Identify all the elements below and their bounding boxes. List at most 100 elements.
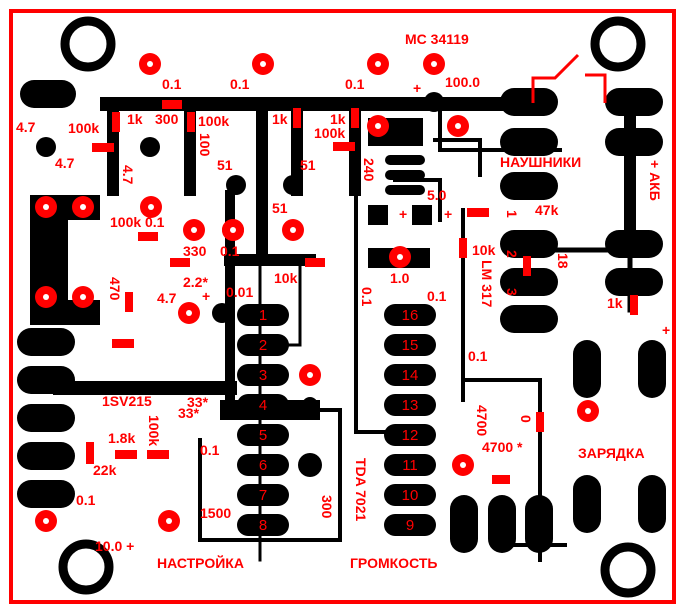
resistor-label: 100k: [110, 214, 141, 230]
headphones-label: НАУШНИКИ: [500, 154, 581, 170]
tda7021-label: TDA 7021: [353, 458, 369, 522]
tda7021-pin-pad: [384, 364, 436, 386]
pad: [17, 366, 75, 394]
tda7021-pin-pad: [384, 394, 436, 416]
pad: [385, 155, 425, 165]
cap-label: 5.0: [427, 187, 447, 203]
polarity-label: +: [444, 206, 452, 222]
resistor-label: 1k: [330, 111, 346, 127]
mounting-hole: [60, 16, 116, 72]
resistor-label: 10k: [472, 242, 496, 258]
polarity-label: +: [662, 322, 670, 338]
cap-label: 4700: [474, 405, 490, 436]
oblong-pads: [17, 80, 666, 553]
tda7021-pin-pad: [237, 454, 289, 476]
copper-gap: [68, 220, 108, 300]
pad: [638, 340, 666, 398]
mounting-holes: [58, 16, 656, 598]
pad: [525, 495, 553, 553]
cap-label: 0.1: [76, 492, 96, 508]
lm317-pin: 1: [504, 210, 520, 218]
cap-label: 33*: [187, 394, 209, 410]
pad: [573, 475, 601, 533]
tda7021-pin-pad: [237, 364, 289, 386]
pad: [638, 475, 666, 533]
pad: [17, 480, 75, 508]
pad: [500, 88, 558, 116]
cap-label: 0.1: [359, 287, 375, 307]
cap-label: 0.1: [345, 76, 365, 92]
tda7021-pin-number: 11: [402, 457, 418, 474]
tda7021-pin-number: 9: [406, 517, 414, 534]
cap-label: 0.1: [427, 288, 447, 304]
tda7021-pin-pad: [384, 304, 436, 326]
pad: [605, 128, 663, 156]
resistor-label: 1k: [272, 111, 288, 127]
pad: [500, 128, 558, 156]
tda7021-pin-number: 2: [259, 337, 267, 354]
lm317-pin: 2: [504, 250, 520, 258]
inductor-label: 4.7: [120, 165, 136, 185]
tda7021-pin-pad: [237, 514, 289, 536]
pad: [385, 185, 425, 195]
tda7021-pin-pad: [237, 394, 289, 416]
cap-label: 100.0: [445, 74, 480, 90]
pad: [450, 495, 478, 553]
cap-label: 0.1: [145, 214, 165, 230]
tda7021-pin-pad: [237, 304, 289, 326]
lm317-label: LM 317: [479, 260, 495, 308]
resistor-label: 51: [217, 157, 233, 173]
tda7021-pin-number: 8: [259, 517, 267, 534]
polarity-label: +: [413, 80, 421, 96]
pad: [605, 230, 663, 258]
resistor-label: 18: [555, 253, 571, 269]
polarity-label: +: [399, 206, 407, 222]
resistor-label: 1k: [127, 111, 143, 127]
cap-label: 0.01: [226, 284, 253, 300]
mounting-hole: [600, 542, 656, 598]
pad: [500, 305, 558, 333]
tda7021-pin-number: 5: [259, 427, 267, 444]
cap-label: 100: [197, 133, 213, 157]
resistor-label: 240: [361, 158, 377, 182]
charging-label: ЗАРЯДКА: [578, 445, 645, 461]
tda7021-pin-pad: [384, 424, 436, 446]
pad: [368, 205, 388, 225]
resistor-label: 100k: [68, 120, 99, 136]
resistor-label: 100k: [146, 415, 162, 446]
pad: [573, 340, 601, 398]
tda7021-pin-pad: [237, 334, 289, 356]
cap-label: 300: [319, 495, 335, 519]
resistor-label: 1.8k: [108, 430, 135, 446]
mc34119-label: MC 34119: [405, 31, 469, 47]
tda7021-pin-number: 10: [402, 487, 419, 504]
cap-label: 33*: [178, 405, 200, 421]
cap-label: 0.1: [200, 442, 220, 458]
switch-symbol: [531, 53, 607, 103]
resistor-label: 100k: [314, 125, 345, 141]
tda7021-pin-pad: [384, 454, 436, 476]
tda7021-pin-pad: [237, 424, 289, 446]
pad: [17, 328, 75, 356]
tda7021-pin-number: 12: [402, 427, 419, 444]
tda7021-pin-pad: [384, 334, 436, 356]
tda7021-pin-pad: [384, 484, 436, 506]
cap-label: 0.1: [468, 348, 488, 364]
cap-label: 0.1: [230, 76, 250, 92]
cap-label: 1500: [200, 505, 231, 521]
tda7021-pin-number: 15: [402, 337, 419, 354]
cap-label: 51: [300, 157, 316, 173]
tuning-label: НАСТРОЙКА: [157, 554, 244, 571]
resistor-label: 300: [155, 111, 179, 127]
cap-label: 0.1: [220, 243, 240, 259]
pad-holes: [43, 61, 591, 524]
tda7021-pin-number: 4: [259, 397, 267, 414]
pad: [412, 205, 432, 225]
resistor-label: 100k: [198, 113, 229, 129]
cap-label: 4.7: [55, 155, 75, 171]
tda7021-pin-pad: [384, 514, 436, 536]
black-vias: [36, 92, 444, 477]
tda7021-pin-number: 1: [259, 307, 267, 324]
